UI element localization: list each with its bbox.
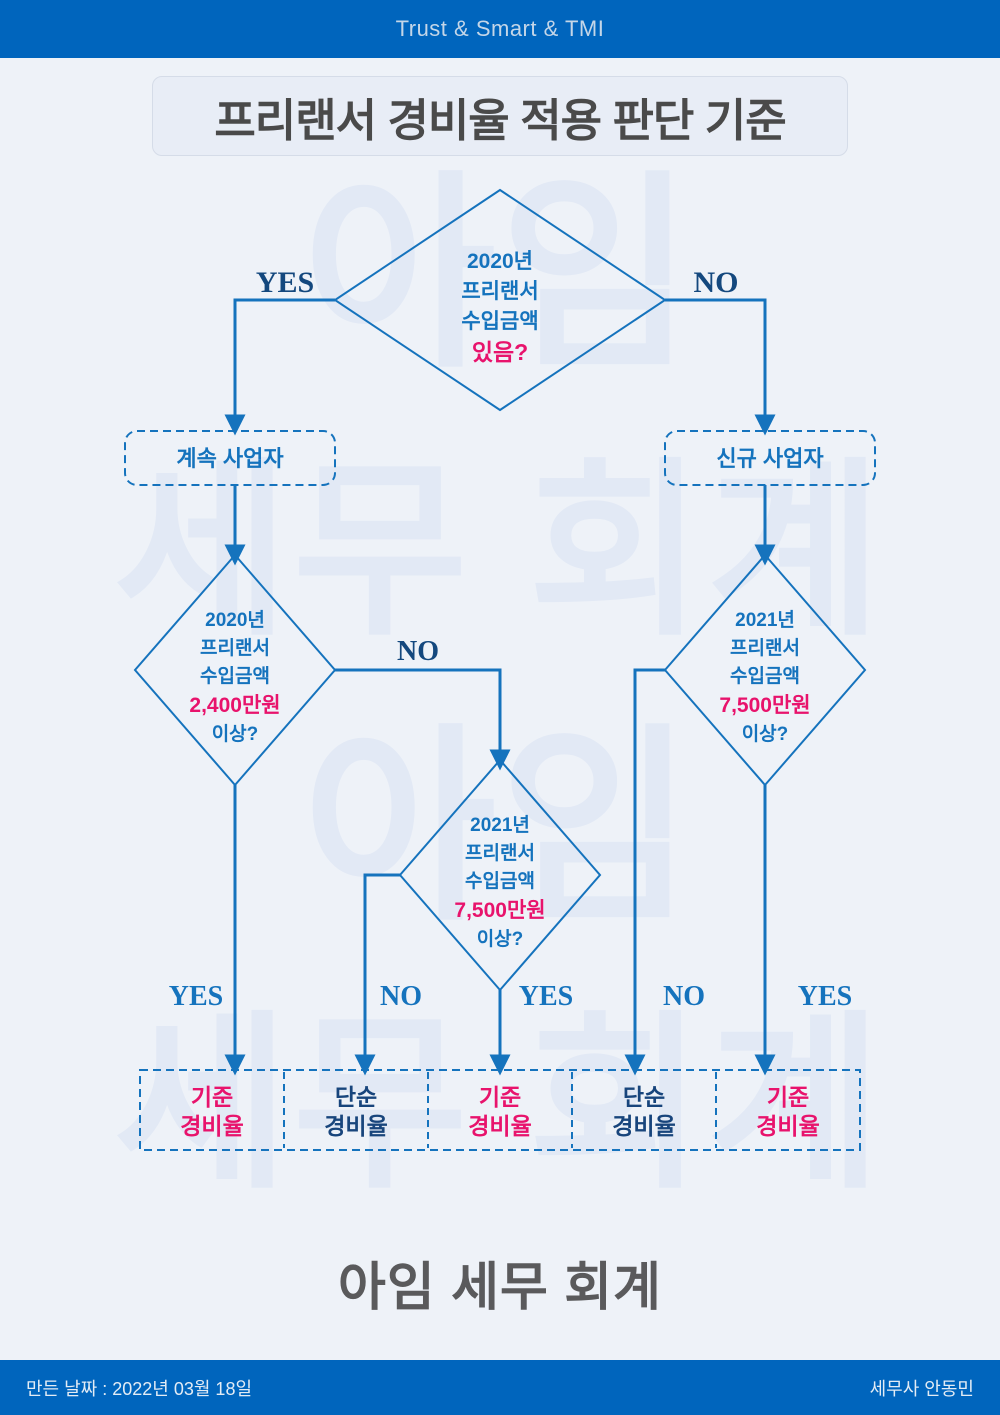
edge-label-bot-4: NO (663, 981, 705, 1012)
flowchart: 2020년 프리랜서 수입금액 있음? YES NO 계속 사업자 신규 사업자… (124, 188, 876, 1151)
edge-label-bot-3: YES (519, 981, 573, 1012)
dashed-box-shape (664, 430, 876, 486)
result-2-line-a: 단순 (335, 1084, 377, 1110)
result-1-line-b: 경비율 (180, 1113, 243, 1139)
d3-line-0: 2021년 (470, 814, 530, 836)
edge-top-yes (224, 298, 335, 436)
d3-line-3-highlight: 7,500만원 (454, 899, 545, 922)
d2-line-0: 2021년 (735, 609, 795, 631)
decision-node-2020-has-income[interactable]: 2020년 프리랜서 수입금액 있음? (333, 188, 667, 412)
edge-d1-no (335, 668, 511, 771)
d2-line-4: 이상? (742, 723, 789, 745)
result-1-line-a: 기준 (191, 1084, 233, 1110)
decision-node-2020-over-24m[interactable]: 2020년 프리랜서 수입금액 2,400만원 이상? (133, 553, 337, 787)
d2-line-2: 수입금액 (730, 665, 800, 687)
page-title: 프리랜서 경비율 적용 판단 기준 (214, 94, 786, 146)
diamond-shape (133, 553, 337, 787)
d1-line-4: 이상? (212, 723, 259, 745)
d0-line-3-highlight: 있음? (472, 339, 528, 365)
page-title-plate: 프리랜서 경비율 적용 판단 기준 (152, 76, 848, 156)
dashed-box-shape (124, 430, 336, 486)
diamond-shape (398, 758, 602, 992)
edge-label-bot-2: NO (380, 981, 422, 1012)
edge-d2-no (624, 668, 665, 1076)
d2-line-1: 프리랜서 (730, 637, 800, 659)
edge-label-bot-5: YES (798, 981, 852, 1012)
result-4-line-b: 경비율 (612, 1113, 675, 1139)
d0-line-1: 프리랜서 (461, 280, 538, 303)
result-cell-5[interactable]: 기준 경비율 (756, 1084, 819, 1139)
footer-author: 세무사 안동민 (869, 1378, 974, 1399)
decision-node-2021-over-75m-new[interactable]: 2021년 프리랜서 수입금액 7,500만원 이상? (663, 553, 867, 787)
edge-top-no (665, 298, 776, 436)
diamond-shape (663, 553, 867, 787)
flow-edges (224, 298, 776, 1076)
d0-line-2: 수입금액 (461, 310, 538, 333)
result-3-line-b: 경비율 (468, 1113, 531, 1139)
footer-created-date: 만든 날짜 : 2022년 03월 18일 (26, 1378, 253, 1399)
edge-label-bot-1: YES (169, 981, 223, 1012)
d3-line-1: 프리랜서 (465, 842, 535, 864)
d2-line-3-highlight: 7,500만원 (719, 694, 810, 717)
result-5-line-b: 경비율 (756, 1113, 819, 1139)
brand-block: 아임 세무 회계 (0, 1245, 1000, 1320)
d3-line-2: 수입금액 (465, 870, 535, 892)
node-continuing-business[interactable]: 계속 사업자 (124, 430, 336, 486)
result-2-line-b: 경비율 (324, 1113, 387, 1139)
d1-line-0: 2020년 (205, 609, 265, 631)
continuing-business-label: 계속 사업자 (176, 446, 284, 471)
result-cell-1[interactable]: 기준 경비율 (180, 1084, 243, 1139)
result-4-line-a: 단순 (623, 1084, 665, 1110)
d0-line-0: 2020년 (467, 250, 533, 273)
edge-label-mid-no: NO (397, 636, 439, 667)
result-3-line-a: 기준 (479, 1084, 521, 1110)
edge-label-top-yes: YES (256, 266, 314, 299)
d1-line-2: 수입금액 (200, 665, 270, 687)
edge-d3-no (354, 873, 400, 1076)
result-cell-4[interactable]: 단순 경비율 (612, 1084, 675, 1139)
header-tagline: Trust & Smart & TMI (395, 16, 605, 41)
result-strip: 기준 경비율 단순 경비율 기준 경비율 단순 경비율 기준 경비율 (139, 1069, 861, 1151)
brand-name: 아임 세무 회계 (338, 1259, 662, 1317)
edge-label-top-no: NO (694, 266, 739, 299)
d1-line-1: 프리랜서 (200, 637, 270, 659)
footer-bar: 만든 날짜 : 2022년 03월 18일 세무사 안동민 (0, 1360, 1000, 1415)
decision-node-2021-over-75m-cont[interactable]: 2021년 프리랜서 수입금액 7,500만원 이상? (398, 758, 602, 992)
diamond-shape (333, 188, 667, 412)
result-5-line-a: 기준 (767, 1084, 809, 1110)
result-cell-2[interactable]: 단순 경비율 (324, 1084, 387, 1139)
d3-line-4: 이상? (477, 928, 524, 950)
node-new-business[interactable]: 신규 사업자 (664, 430, 876, 486)
result-cell-3[interactable]: 기준 경비율 (468, 1084, 531, 1139)
header-bar: Trust & Smart & TMI (0, 0, 1000, 58)
result-strip-outline (139, 1069, 861, 1151)
new-business-label: 신규 사업자 (716, 446, 824, 471)
d1-line-3-highlight: 2,400만원 (189, 694, 280, 717)
